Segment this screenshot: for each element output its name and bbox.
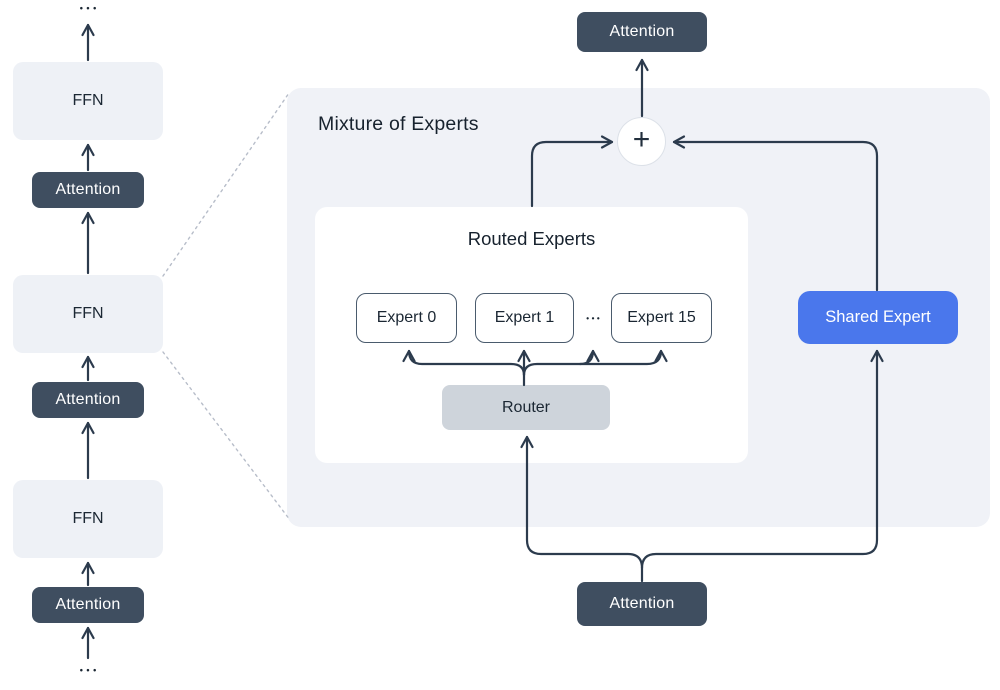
ffn-block-top: FFN [13,62,163,140]
routed-experts-title: Routed Experts [467,228,596,249]
experts-ellipsis: ••• [586,313,603,323]
attention-box-output: Attention [577,12,707,52]
dotted-zoom-connectors [162,92,291,521]
sum-node: + [617,117,666,166]
shared-expert-box: Shared Expert [798,291,958,344]
expert-15-box: Expert 15 [611,293,712,343]
attention-block-middle: Attention [32,382,144,418]
attention-block-top: Attention [32,172,144,208]
router-box: Router [442,385,610,430]
attention-block-bottom: Attention [32,587,144,623]
expert-1-box: Expert 1 [475,293,574,343]
ffn-block-middle-expanded: FFN [13,275,163,353]
stack-ellipsis-top: ••• [79,3,100,13]
attention-box-input: Attention [577,582,707,626]
dotted-connector-top [162,92,290,277]
expert-0-box: Expert 0 [356,293,457,343]
dotted-connector-bottom [162,351,291,521]
moe-panel-title: Mixture of Experts [318,113,479,135]
ffn-block-bottom: FFN [13,480,163,558]
stack-ellipsis-bottom: ••• [79,665,100,675]
